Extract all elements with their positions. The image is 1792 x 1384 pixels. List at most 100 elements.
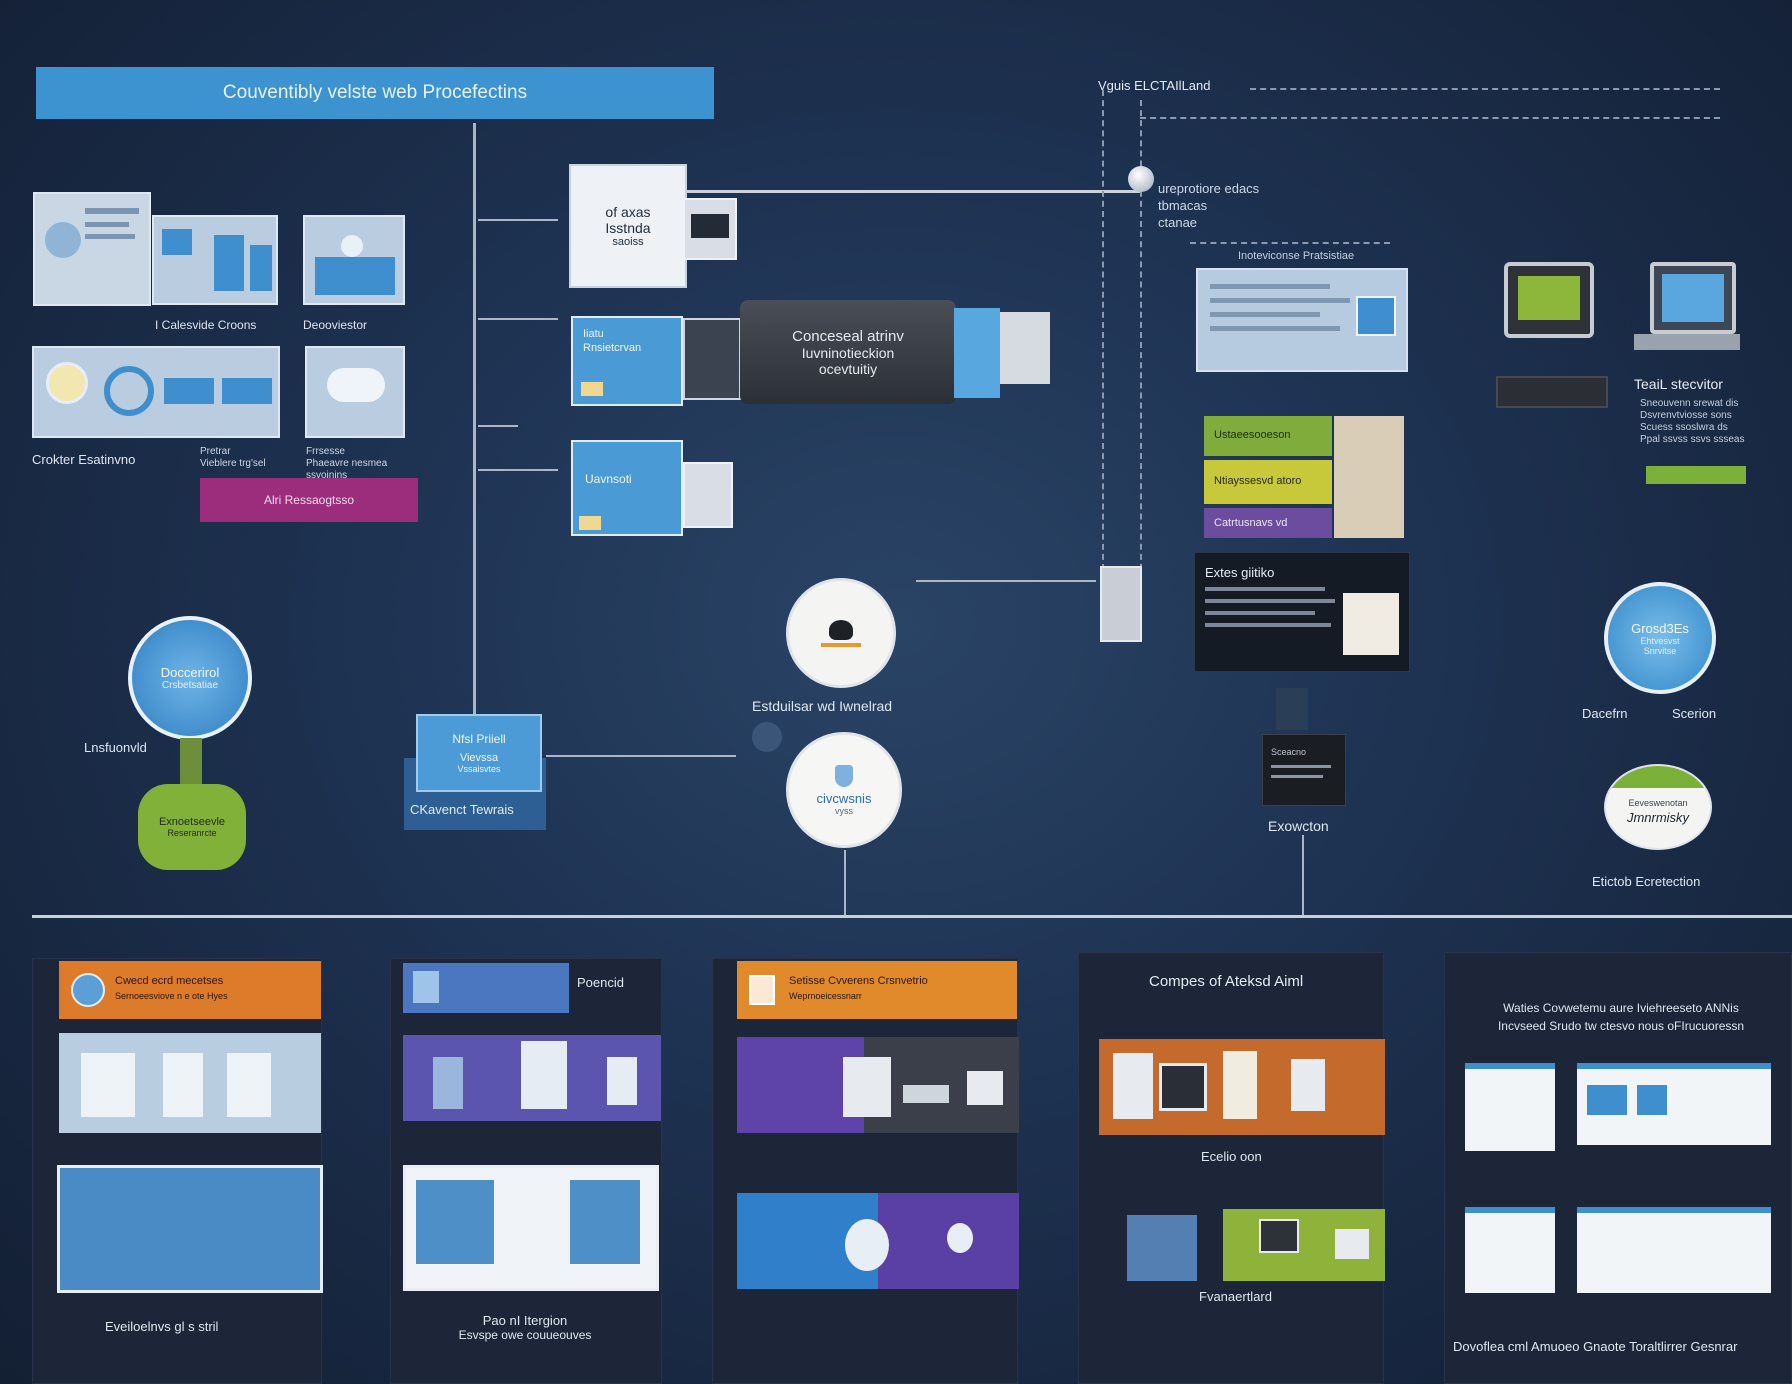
color-rows-images (1334, 416, 1404, 538)
divider-horizontal (32, 915, 1792, 918)
pin-icon (1128, 166, 1154, 192)
dark-module[interactable]: Conceseal atrinv Iuvninotieckion ocevtui… (740, 300, 956, 404)
circle-node-2[interactable]: civcwsnis vyss (786, 732, 902, 848)
thumbnail-cloud[interactable] (305, 346, 405, 438)
window-icon (683, 462, 733, 528)
connector-h1 (478, 219, 558, 221)
thumbnail-blue-1[interactable] (152, 215, 278, 305)
circle-node-1[interactable] (786, 578, 896, 688)
box-top[interactable]: of axas Isstnda saoiss (569, 164, 687, 288)
panel5-footer: Dovoflea cml Amuoeo Gnaote Toraltlirrer … (1453, 1339, 1738, 1354)
printer-icon (683, 198, 737, 260)
left-circle-label: Lnsfuonvld (84, 740, 147, 755)
row2-caption-mid: Pretrar Vieblere trg'sel (200, 446, 266, 469)
panel4-title: Compes of Ateksd Aiml (1149, 973, 1304, 990)
panel5-window-4 (1577, 1207, 1771, 1293)
vertical-device-top (1276, 688, 1308, 730)
right-circle-label-2: Scerion (1672, 706, 1717, 721)
monitor-1 (1504, 262, 1594, 338)
dashed-line-top (1250, 88, 1720, 90)
connector-circle-h (916, 580, 1096, 582)
page-title: Couventibly velste web Procefectins (222, 82, 528, 103)
thumbnail-blue-2[interactable] (303, 215, 405, 305)
panel4-image-1 (1099, 1039, 1385, 1135)
bottom-panel-5: Waties Covwetemu aure Iviehreeseto ANNis… (1444, 952, 1792, 1384)
panel2-image (403, 1035, 661, 1121)
connector-h3 (478, 425, 518, 427)
dark-info-panel[interactable]: Extes giitiko (1194, 552, 1410, 672)
dashed-line-note (1190, 242, 1390, 244)
panel2-header[interactable] (403, 963, 569, 1013)
module-blue-end (954, 308, 1000, 398)
right-bottom-label: Etictob Ecretection (1592, 874, 1701, 889)
bottom-panel-1: Cwecd ecrd mecetses Sernoeesviove n e ot… (32, 958, 323, 1384)
stack-card[interactable]: Nfsl Priiell Vievssa Vssaisvtes (416, 714, 542, 792)
left-circle-node[interactable]: Doccerirol Crsbetsatiae (128, 616, 252, 740)
green-stem (180, 738, 202, 788)
panel4-image-2 (1127, 1215, 1197, 1281)
dark-device[interactable]: Sceacno (1262, 734, 1346, 806)
row2-caption-right: Frrsesse Phaeavre nesmea ssvoinins (306, 446, 388, 481)
panel5-window-3 (1465, 1207, 1555, 1293)
magenta-button[interactable]: Alri Ressaogtsso (200, 478, 418, 522)
connector-circle2-down (844, 850, 846, 915)
panel5-title: Waties Covwetemu aure Iviehreeseto ANNis… (1497, 1001, 1745, 1033)
thumbnail-label-2: Deooviestor (303, 318, 368, 332)
connector-to-pin (682, 190, 1142, 193)
device-label: Exowcton (1268, 818, 1329, 834)
info-panel[interactable] (1196, 268, 1408, 372)
panel1-header[interactable]: Cwecd ecrd mecetses Sernoeesviove n e ot… (59, 961, 321, 1019)
panel2-header-label: Poencid (577, 975, 624, 990)
panel4-caption-1: Ecelio oon (1201, 1149, 1262, 1164)
panel4-caption-2: Fvanaertlard (1199, 1289, 1272, 1304)
dashed-note: Inoteviconse Pratsistiae (1238, 250, 1355, 262)
computer-caption: Sneouvenn srewat dis Dsvrenvtviosse sons… (1640, 398, 1745, 445)
right-circle-node[interactable]: Grosd3Es Ehtvesvst Snrvitse (1604, 582, 1716, 694)
globe-icon (71, 973, 105, 1007)
panel4-image-3 (1223, 1209, 1385, 1281)
panel1-screen (57, 1165, 323, 1293)
blue-card-1[interactable]: Iiatu Rnsietcrvan (571, 316, 683, 406)
cloud-icon (327, 368, 385, 402)
dashed-line-v2 (1140, 100, 1142, 580)
blue-card-2[interactable]: Uavnsoti (571, 440, 683, 536)
dashed-title: Vguis ELCTAIlLand (1098, 78, 1211, 93)
panel2-screen (403, 1165, 659, 1291)
dashed-line-second (1140, 117, 1720, 119)
connector-h2 (478, 318, 558, 320)
panel3-image-1 (737, 1037, 1019, 1133)
switch-device (1100, 566, 1142, 642)
pin-label: ureprotiore edacs tbmacas ctanae (1158, 181, 1260, 230)
circle-node-1-label: Estduilsar wd Iwnelrad (752, 698, 893, 714)
thumbnail-label-1: I Calesvide Croons (155, 318, 257, 332)
panel1-image (59, 1033, 321, 1133)
person-icon (829, 619, 853, 640)
bottom-panel-4: Compes of Ateksd Aiml Ecelio oon Fvanaer… (1078, 952, 1385, 1384)
shield-icon (835, 764, 853, 787)
color-row-1[interactable]: Ustaeesooeson (1204, 416, 1332, 456)
green-pill-node[interactable]: Eeveswenotan Jmnrmisky (1604, 764, 1712, 850)
connector-vertical-main (473, 123, 476, 723)
green-bar (1646, 466, 1746, 484)
connector-stack-h (546, 755, 736, 757)
laptop-base (1634, 334, 1740, 350)
panel1-caption: Eveiloelnvs gl s stril (105, 1319, 219, 1334)
small-bubble (752, 722, 782, 752)
color-row-2[interactable]: Ntiayssesvd atoro (1204, 460, 1332, 504)
bottom-panel-3: Setisse Cvverens Crsnvetrio Weprnoeicess… (712, 958, 1019, 1384)
document-icon (749, 975, 775, 1005)
computer-caption-title: TeaiL stecvitor (1634, 376, 1723, 392)
panel3-header[interactable]: Setisse Cvverens Crsnvetrio Weprnoeicess… (737, 961, 1017, 1019)
dashed-line-v1 (1102, 90, 1104, 570)
thumbnail-wide[interactable] (32, 346, 280, 438)
doc-icon (45, 222, 81, 258)
color-row-3[interactable]: Catrtusnavs vd (1204, 508, 1332, 538)
monitor-2 (1650, 262, 1736, 334)
panel5-window-1 (1465, 1063, 1555, 1151)
thumbnail-doc-1[interactable] (33, 192, 151, 306)
row2-caption-left: Crokter Esatinvno (32, 452, 136, 467)
header-bar: Couventibly velste web Procefectins (36, 67, 714, 119)
panel5-window-2 (1577, 1063, 1771, 1145)
lightbulb-icon (46, 362, 88, 404)
green-blob-node[interactable]: Exnoetseevle Reseranrcte (138, 784, 246, 870)
